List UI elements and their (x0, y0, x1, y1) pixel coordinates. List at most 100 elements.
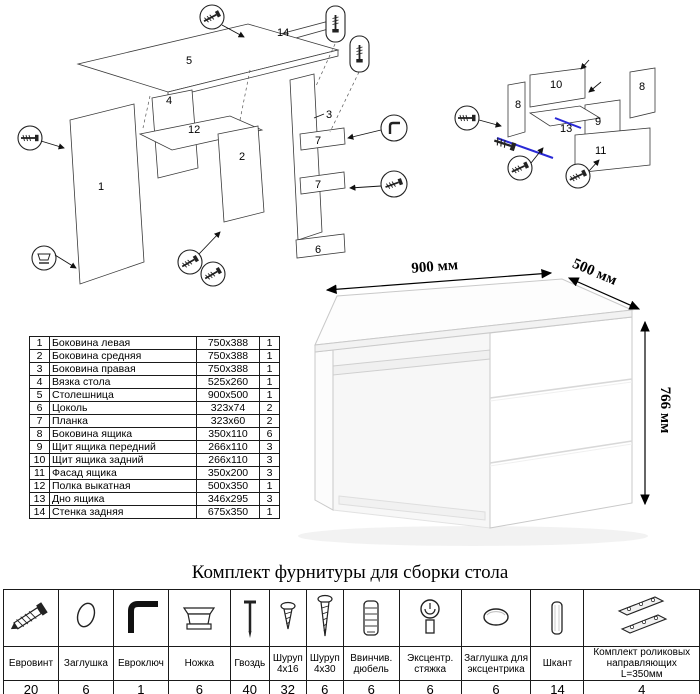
hardware-qty: 6 (57, 680, 114, 694)
long-screw-icon (491, 135, 518, 153)
part-label-6: 6 (315, 244, 321, 256)
part-size: 750x388 (196, 349, 260, 363)
drawer-slide-highlight (554, 117, 582, 129)
cam-lock-icon (420, 598, 440, 634)
part-name: Щит ящика передний (49, 440, 197, 454)
part-size: 500x350 (196, 479, 260, 493)
part-label-10: 10 (550, 79, 562, 91)
part-plank-top (299, 127, 346, 151)
part-number: 1 (29, 336, 50, 350)
hardware-name: Шкант (530, 646, 585, 681)
table-row: 14 Стенка задняя 675x350 1 (29, 505, 280, 519)
hardware-name: Эксцентр. стяжка (398, 646, 462, 681)
part-qty: 6 (259, 427, 280, 441)
table-row: 10 Щит ящика задний 266x110 3 (29, 453, 280, 467)
drawer-gap (489, 378, 633, 399)
desk-shadow (298, 526, 648, 546)
part-qty: 1 (259, 388, 280, 402)
wood-dowel-icon (551, 600, 564, 635)
table-row: 11 Фасад ящика 350x200 3 (29, 466, 280, 480)
callout-arrows (478, 59, 602, 172)
drawer-gap-shade (489, 381, 633, 402)
part-qty: 3 (259, 440, 280, 454)
hardware-name: Гвоздь (229, 646, 270, 681)
hardware-qty: 1 (112, 680, 169, 694)
hardware-kit-table: Евровинт Заглушка Евроключ Ножка Гвоздь … (3, 589, 700, 694)
part-size: 323x60 (196, 414, 260, 428)
part-name: Столешница (49, 388, 197, 402)
part-name: Боковина левая (49, 336, 197, 350)
part-qty: 1 (259, 349, 280, 363)
part-middle-side (217, 125, 265, 223)
part-name: Боковина ящика (49, 427, 197, 441)
part-label-14: 14 (277, 27, 289, 39)
part-qty: 1 (259, 336, 280, 350)
part-name: Вязка стола (49, 375, 197, 389)
part-plank-bottom (299, 171, 346, 195)
screw-dowel-icon (363, 599, 379, 636)
hardware-qty: 40 (229, 680, 270, 694)
hardware-name: Евроключ (112, 646, 169, 681)
hex-key-icon (127, 600, 158, 633)
part-number: 3 (29, 362, 50, 376)
part-name: Дно ящика (49, 492, 197, 506)
hardware-qty: 20 (3, 680, 59, 694)
part-number: 2 (29, 349, 50, 363)
part-name: Боковина правая (49, 362, 197, 376)
drawer-side-right (629, 67, 656, 119)
cam-cap-icon (483, 607, 509, 626)
part-qty: 1 (259, 505, 280, 519)
hardware-name: Заглушка (57, 646, 114, 681)
part-label-11: 11 (595, 145, 606, 157)
part-label-4: 4 (166, 95, 172, 107)
part-name: Полка выкатная (49, 479, 197, 493)
part-number: 7 (29, 414, 50, 428)
hardware-qty: 6 (167, 680, 231, 694)
part-name: Планка (49, 414, 197, 428)
part-label-3: 3 (326, 109, 332, 121)
hardware-name: Шуруп 4x16 (268, 646, 307, 681)
dimension-depth-label: 500 мм (570, 258, 619, 289)
part-number: 12 (29, 479, 50, 493)
part-label-8a: 8 (515, 99, 521, 111)
part-label-13: 13 (560, 123, 572, 135)
part-number: 8 (29, 427, 50, 441)
hardware-qty: 6 (460, 680, 532, 694)
part-label-9: 9 (595, 116, 601, 128)
drawer-facade (574, 127, 651, 174)
part-label-8b: 8 (639, 81, 645, 93)
table-row: 9 Щит ящика передний 266x110 3 (29, 440, 280, 454)
part-label-2: 2 (239, 151, 245, 163)
dimension-lines (325, 268, 650, 506)
table-row: 4 Вязка стола 525x260 1 (29, 375, 280, 389)
part-number: 14 (29, 505, 50, 519)
desk-left-panel (314, 349, 334, 511)
part-size: 266x110 (196, 440, 260, 454)
part-qty: 2 (259, 414, 280, 428)
part-label-7a: 7 (315, 135, 321, 147)
table-row: 13 Дно ящика 346x295 3 (29, 492, 280, 506)
hardware-qty: 6 (305, 680, 344, 694)
part-name: Щит ящика задний (49, 453, 197, 467)
table-row: 12 Полка выкатная 500x350 1 (29, 479, 280, 493)
part-number: 11 (29, 466, 50, 480)
part-pullout-shelf (138, 115, 264, 151)
part-name: Фасад ящика (49, 466, 197, 480)
part-name: Боковина средняя (49, 349, 197, 363)
part-label-5: 5 (186, 55, 192, 67)
part-qty: 3 (259, 453, 280, 467)
part-size: 750x388 (196, 336, 260, 350)
part-size: 675x350 (196, 505, 260, 519)
hardware-icons-row (3, 589, 700, 647)
part-size: 346x295 (196, 492, 260, 506)
dimension-width-label: 900 мм (411, 258, 459, 277)
drawer-slide-highlight (496, 137, 554, 159)
part-size: 900x500 (196, 388, 260, 402)
table-row: 5 Столешница 900x500 1 (29, 388, 280, 402)
table-row: 2 Боковина средняя 750x388 1 (29, 349, 280, 363)
table-row: 8 Боковина ящика 350x110 6 (29, 427, 280, 441)
part-number: 13 (29, 492, 50, 506)
table-row: 3 Боковина правая 750x388 1 (29, 362, 280, 376)
drawer-gap-shade (489, 443, 633, 467)
hardware-name: Шуруп 4x30 (305, 646, 344, 681)
